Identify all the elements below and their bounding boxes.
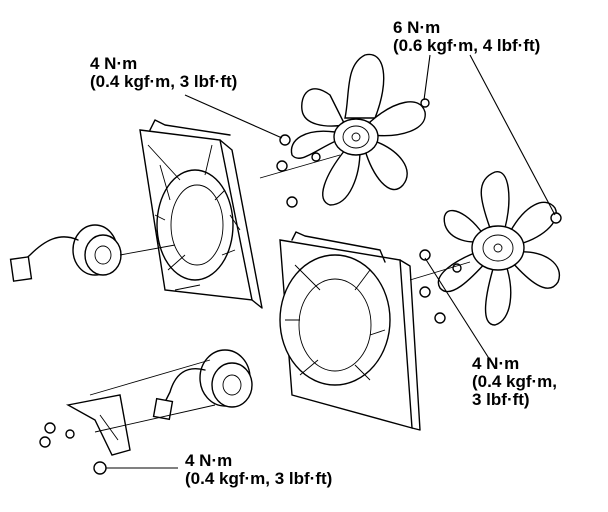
leader-lines <box>89 54 556 469</box>
upper-fan-motor <box>9 224 122 282</box>
upper-fan-blade <box>290 53 426 206</box>
torque-conversion: (0.4 kgf·m, 3 lbf·ft) <box>90 72 238 91</box>
torque-label-lower-shroud: 4 N·m (0.4 kgf·m, 3 lbf·ft) <box>472 355 557 409</box>
bolt-icon <box>93 461 107 475</box>
bolt-icon <box>311 152 321 162</box>
torque-conversion: (0.6 kgf·m, 4 lbf·ft) <box>393 36 541 55</box>
torque-conversion: (0.4 kgf·m, 3 lbf·ft) <box>185 469 333 488</box>
bolt-icon <box>65 429 75 439</box>
upper-fan-shroud <box>139 119 263 309</box>
bolt-icon <box>419 249 431 261</box>
motor-bracket <box>65 394 131 456</box>
torque-value: 4 N·m <box>472 354 520 373</box>
torque-value: 4 N·m <box>185 451 233 470</box>
bolt-icon <box>279 134 291 146</box>
bolt-icon <box>286 196 298 208</box>
lower-fan-shroud <box>279 231 421 431</box>
bolt-icon <box>452 263 462 273</box>
bolts <box>39 98 562 475</box>
bolt-icon <box>419 286 431 298</box>
torque-conversion: (0.4 kgf·m, <box>472 372 558 391</box>
bolt-icon <box>39 436 51 448</box>
bolt-icon <box>44 422 56 434</box>
torque-value: 6 N·m <box>393 18 441 37</box>
bolt-icon <box>550 212 562 224</box>
torque-conversion-cont: 3 lbf·ft) <box>472 390 530 409</box>
torque-label-fan-nut: 6 N·m (0.6 kgf·m, 4 lbf·ft) <box>393 19 540 55</box>
torque-label-bracket: 4 N·m (0.4 kgf·m, 3 lbf·ft) <box>185 452 332 488</box>
bolt-icon <box>434 312 446 324</box>
torque-value: 4 N·m <box>90 54 138 73</box>
bolt-icon <box>276 160 288 172</box>
lower-fan-blade <box>437 171 561 326</box>
torque-label-upper-shroud: 4 N·m (0.4 kgf·m, 3 lbf·ft) <box>90 55 237 91</box>
bolt-icon <box>420 98 430 108</box>
lower-fan-motor <box>152 349 253 421</box>
